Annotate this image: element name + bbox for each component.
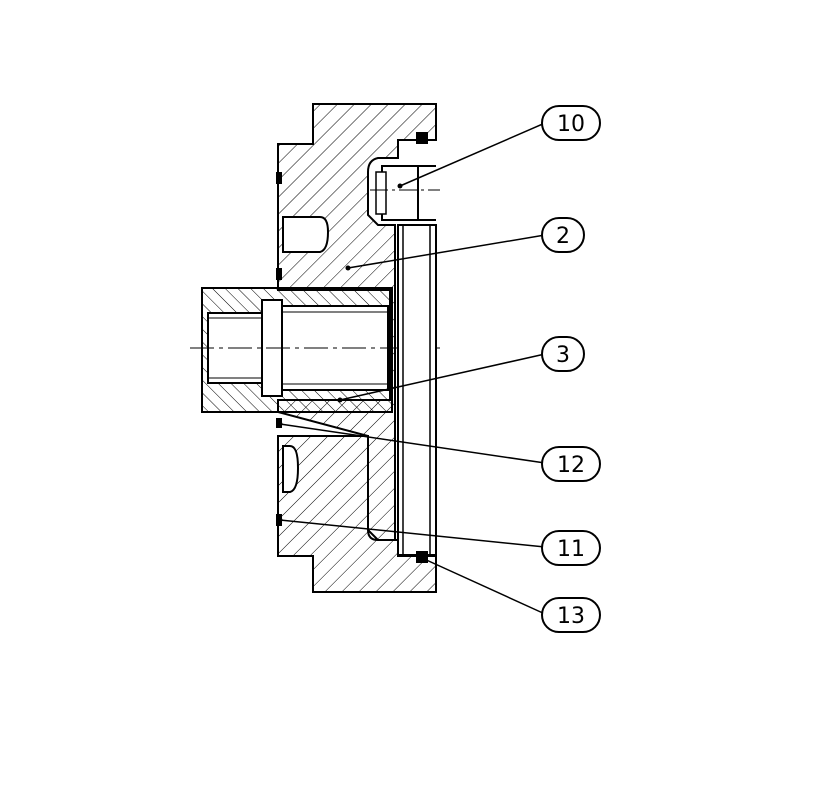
leader-lines xyxy=(279,122,546,615)
callout-balloon-2: 2 xyxy=(541,217,585,253)
leader-13 xyxy=(421,557,546,615)
callout-label-2: 2 xyxy=(556,224,570,249)
upper-slot xyxy=(282,216,330,253)
callout-balloon-12: 12 xyxy=(541,446,601,482)
callout-label-13: 13 xyxy=(557,604,585,629)
callout-label-10: 10 xyxy=(557,112,585,137)
callout-balloon-3: 3 xyxy=(541,336,585,372)
cover-plate xyxy=(397,224,437,556)
lower-slot xyxy=(282,445,300,493)
leader-12 xyxy=(279,423,546,464)
seal-left-1 xyxy=(276,172,282,184)
threaded-insert xyxy=(201,287,393,413)
leader-2 xyxy=(347,234,546,269)
leader-10 xyxy=(399,122,546,187)
callout-balloon-13: 13 xyxy=(541,597,601,633)
seal-top-right xyxy=(416,132,428,144)
callout-balloon-11: 11 xyxy=(541,530,601,566)
leader-dots xyxy=(277,183,425,561)
callout-label-3: 3 xyxy=(556,343,570,368)
callout-label-11: 11 xyxy=(557,537,585,562)
callout-label-12: 12 xyxy=(557,453,585,478)
leader-3 xyxy=(339,353,546,401)
leader-11 xyxy=(279,519,546,548)
seal-left-2 xyxy=(276,268,282,280)
pin-part xyxy=(370,165,440,221)
callout-balloon-10: 10 xyxy=(541,105,601,141)
